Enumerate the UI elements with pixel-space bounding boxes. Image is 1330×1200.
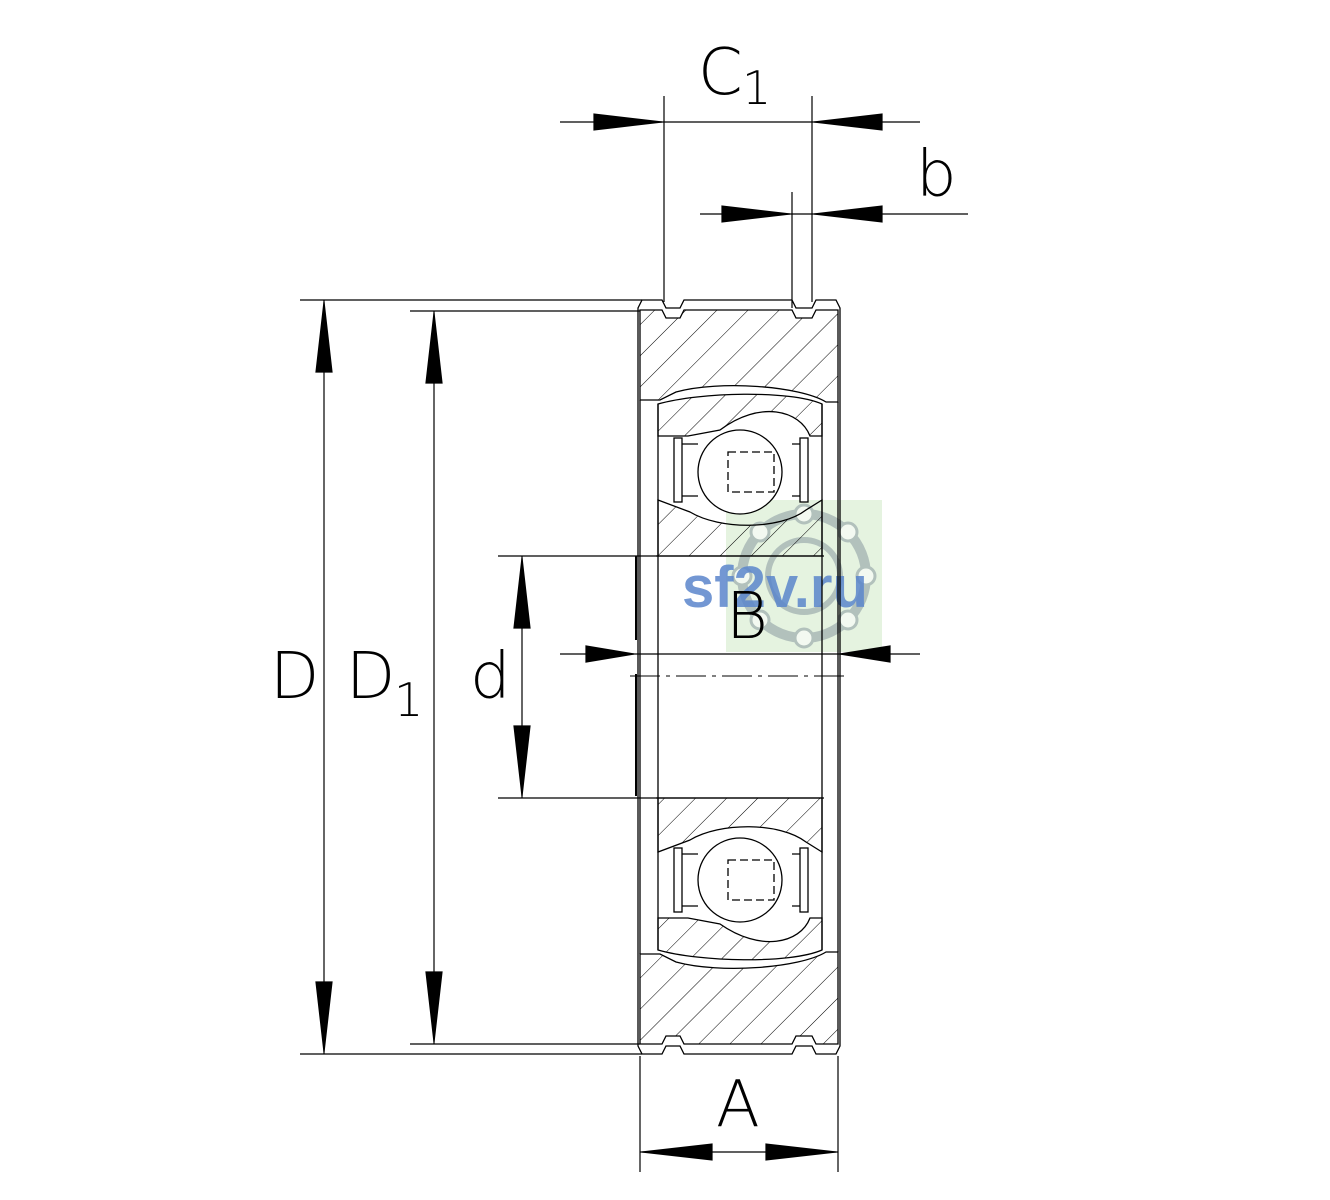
label-d1-sub: 1 xyxy=(394,673,423,727)
ball-top xyxy=(697,429,783,515)
label-b: b xyxy=(916,138,957,212)
bearing-section xyxy=(630,299,850,1055)
ball-bottom-cage xyxy=(727,859,775,901)
label-c1: C xyxy=(698,36,743,110)
outer-ring-outline xyxy=(637,299,841,1055)
outer-ring-bottom xyxy=(639,951,839,1045)
inner-ring-top-lower xyxy=(657,498,823,557)
dimensions xyxy=(300,96,968,1172)
seal-top-right xyxy=(799,437,809,503)
label-d1: D xyxy=(346,640,395,714)
label-b-width: B xyxy=(726,580,768,654)
inner-ring-bottom xyxy=(657,917,823,961)
dimension-labels: C 1 b D D 1 d B A xyxy=(270,36,957,1142)
ball-bottom xyxy=(697,837,783,923)
label-a-width: A xyxy=(716,1068,760,1142)
seal-bottom-left xyxy=(673,847,683,913)
ball-top-cage xyxy=(727,451,775,493)
label-c1-sub: 1 xyxy=(742,61,771,115)
label-d-outer: D xyxy=(270,640,319,714)
inner-ring-top xyxy=(657,393,823,437)
inner-ring-bottom-upper xyxy=(657,797,823,854)
seal-bottom-right xyxy=(799,847,809,913)
outer-ring-top xyxy=(639,309,839,403)
label-d-bore: d xyxy=(470,640,511,714)
seal-top-left xyxy=(673,437,683,503)
watermark-text: sf2v.ru xyxy=(682,555,868,620)
